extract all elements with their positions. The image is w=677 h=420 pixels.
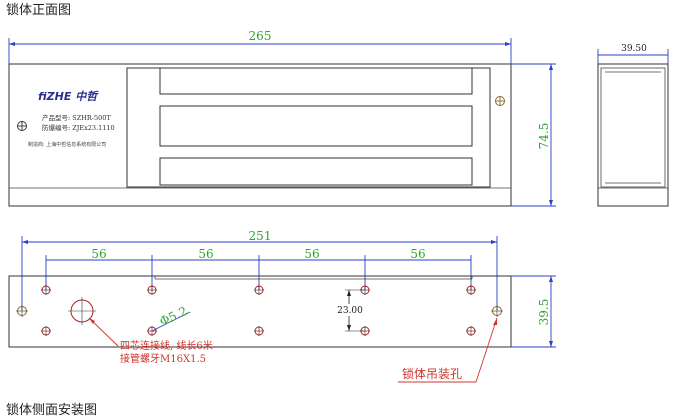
side-view-caption: 锁体侧面安装图 [6,402,97,418]
vertical-dimension: 23.00 [337,306,363,316]
mounting-hole-icon [466,285,476,295]
side-overall-dimension: 251 [249,229,272,243]
side-height-dimension: 39.5 [537,299,551,326]
cable-note-line2: 接管螺牙M16X1.5 [120,352,206,365]
hole-spacing-dimension: 56 [198,247,213,261]
arrow-down [549,341,553,347]
screw-icon [17,121,27,131]
hole-spacing-dimension: 56 [410,247,425,261]
arrow-icon [89,318,95,324]
dimension-label-bg [337,304,363,316]
arrow-up [549,276,553,282]
cable-note-line1: 四芯连接线, 线长6米 [120,339,213,352]
mounting-hole-icon [466,326,476,336]
mounting-hole-icon [147,285,157,295]
hole-spacing-dimension: 56 [304,247,319,261]
arrow-right [491,240,497,244]
end-view: 39.50 [597,44,669,207]
lock-body-end [597,63,669,207]
lock-body-front [8,63,512,207]
model-label: 产品型号: SZHR-500T [42,113,111,122]
arrow-left [9,42,15,46]
arrow-down [347,325,351,331]
hole-diameter-leader [151,311,191,332]
arrow-up [549,64,553,70]
arrow-right [505,42,511,46]
brand-logo: fiZHE 中哲 [38,90,99,103]
magnet-coil-bottom [159,157,473,186]
side-view: 251 56 56 56 56 [8,229,556,383]
arrow-down [549,200,553,206]
screw-icon [495,96,505,106]
lock-body-side [8,275,512,348]
front-view: 265 fiZHE 中哲 产品型号: SZHR-500T 防爆编号: ZJEx2… [8,29,556,207]
hanging-hole-icon [16,305,28,317]
mounting-hole-icon [254,285,264,295]
cable-entry-icon [68,297,96,325]
hole-spacing-dimension: 56 [91,247,106,261]
hanging-hole-label: 锁体吊装孔 [402,366,462,381]
anti-fake-label: 防爆编号: ZJEx23.1110 [42,123,115,132]
arrow-left [22,240,28,244]
end-face-recess [600,67,666,188]
magnet-coil-top [159,67,473,95]
hole-diameter-dimension: Φ5.2 [157,304,189,329]
brand-prefix: fi [38,90,47,103]
mounting-hole-icon [41,285,51,295]
magnet-face-panel [126,67,491,188]
arrow-icon [493,318,497,325]
mounting-hole-icon [254,326,264,336]
manufacturer-label: 制造商: 上海中哲信息系统有限公司 [28,141,106,148]
front-width-dimension: 265 [249,29,272,43]
mounting-hole-icon [41,326,51,336]
hanging-hole-icon [491,305,503,317]
front-height-dimension: 74.5 [537,123,551,150]
front-view-caption: 锁体正面图 [6,2,71,18]
brand-name: ZHE 中哲 [46,90,100,103]
hanging-hole-leader [475,317,498,383]
end-width-dimension: 39.50 [621,44,647,54]
arrow-up [347,290,351,296]
magnet-coil-middle [159,105,473,147]
